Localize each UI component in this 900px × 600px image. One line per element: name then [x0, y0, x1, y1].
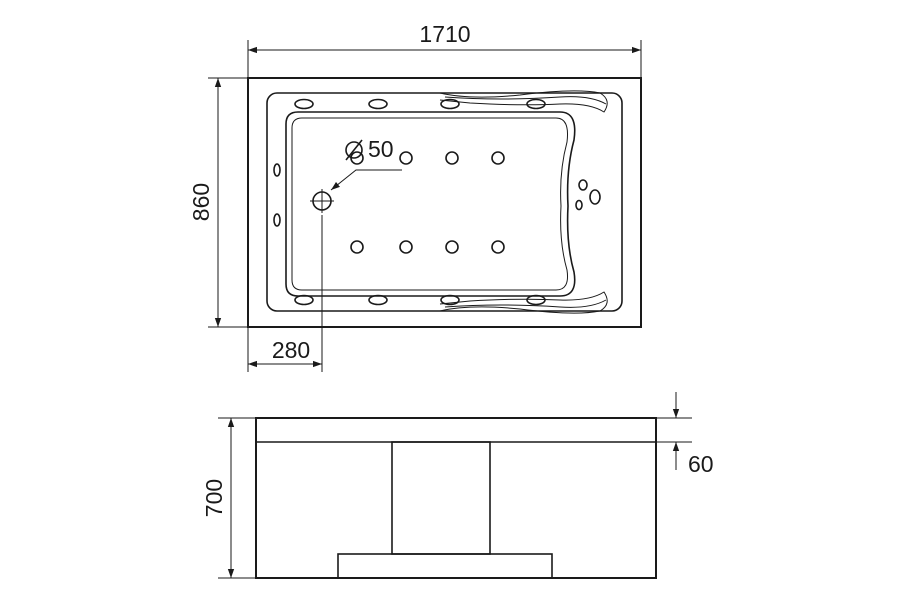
tub-basin-outline: [285, 111, 576, 297]
rim-jet: [294, 98, 314, 110]
armrest-bottom-rib: [444, 299, 607, 308]
rim-jet: [273, 163, 281, 177]
floor-jet: [350, 240, 364, 254]
width-dimension: [208, 77, 248, 328]
length-dimension: [247, 40, 642, 78]
length-dimension-label: 1710: [419, 21, 470, 47]
floor-jet: [491, 151, 505, 165]
rim-jet: [368, 98, 388, 110]
floor-jet: [445, 151, 459, 165]
rim-jet: [526, 294, 546, 306]
armrest-top: [439, 90, 608, 113]
tub-support-column: [391, 441, 491, 555]
headrest-jet: [578, 179, 588, 191]
floor-jet: [491, 240, 505, 254]
rim-thickness-dimension: [656, 392, 692, 470]
tub-basin-inner-outline: [291, 117, 568, 291]
rim-jet: [440, 294, 460, 306]
rim-jet: [294, 294, 314, 306]
height-dimension: [218, 417, 256, 579]
top-view: 50 1710 860 280: [188, 21, 642, 372]
drain-icon: [310, 189, 334, 213]
drain-diameter-callout: [330, 139, 402, 191]
width-dimension-label: 860: [188, 183, 214, 221]
drain-diameter-label: 50: [368, 136, 394, 162]
front-view: 700 60: [201, 392, 714, 579]
armrest-bottom: [439, 291, 608, 314]
rim-jet: [273, 213, 281, 227]
rim-jet: [440, 98, 460, 110]
height-dimension-label: 700: [201, 479, 227, 517]
tub-outer-outline: [247, 77, 642, 328]
floor-jet: [399, 240, 413, 254]
armrest-top-rib: [444, 96, 607, 105]
drain-offset-label: 280: [272, 337, 310, 363]
tub-rim-outline: [266, 92, 623, 312]
drain-offset-dimension: [247, 215, 323, 372]
rim-jet: [526, 98, 546, 110]
tub-support-base: [337, 553, 553, 579]
floor-jet: [445, 240, 459, 254]
floor-jet: [399, 151, 413, 165]
headrest-jet: [575, 199, 583, 211]
rim-jet: [368, 294, 388, 306]
rim-thickness-label: 60: [688, 451, 714, 477]
headrest-jet: [589, 189, 601, 205]
